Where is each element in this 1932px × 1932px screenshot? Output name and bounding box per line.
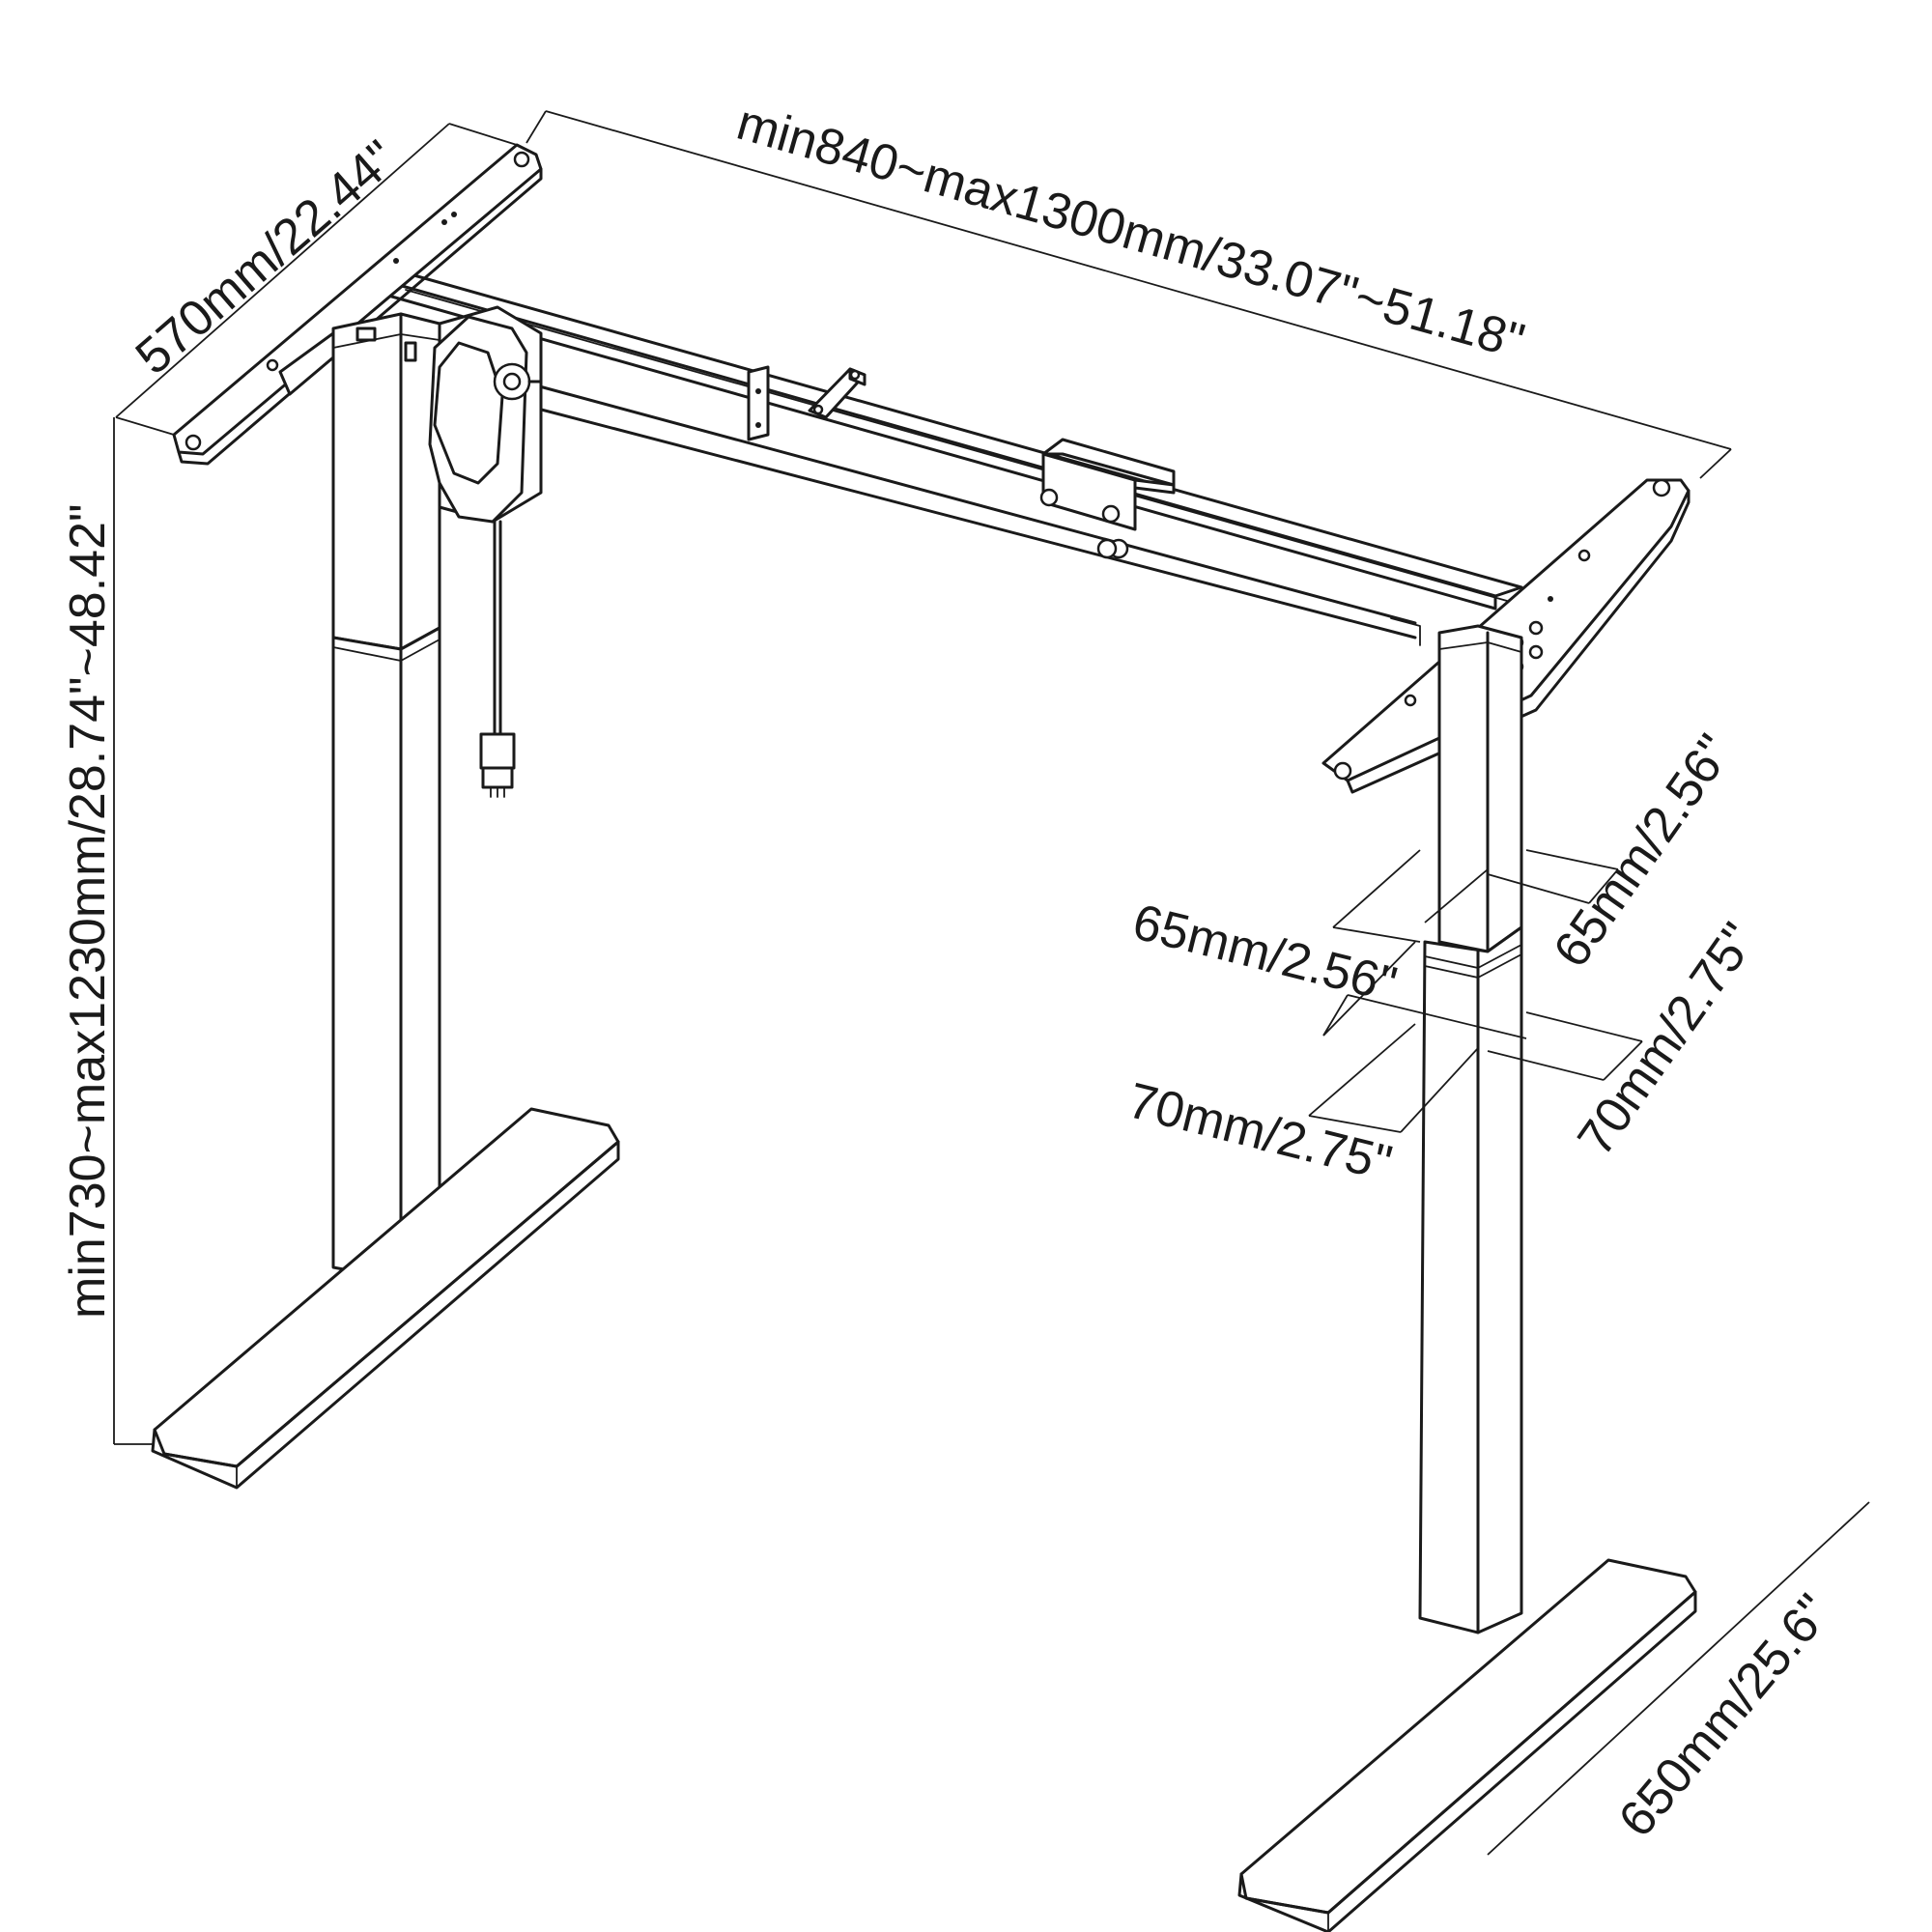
motor-cable bbox=[479, 520, 516, 798]
upper-column-left-label: 65mm/2.56" bbox=[1127, 894, 1402, 1013]
dimension-lines bbox=[113, 110, 1870, 1856]
beam-bracket bbox=[808, 367, 867, 419]
left-column bbox=[331, 312, 441, 1282]
right-column bbox=[1418, 624, 1523, 1634]
motor bbox=[428, 305, 543, 524]
lower-column-left-label: 70mm/2.75" bbox=[1122, 1072, 1397, 1192]
height-dimension-label: min730~max1230mm/28.74"~48.42" bbox=[60, 504, 116, 1319]
right-foot bbox=[1237, 1558, 1697, 1932]
crossbeam bbox=[380, 272, 1523, 646]
control-box bbox=[1039, 438, 1176, 559]
width-dimension-label: min840~max1300mm/33.07"~51.18" bbox=[731, 95, 1530, 370]
